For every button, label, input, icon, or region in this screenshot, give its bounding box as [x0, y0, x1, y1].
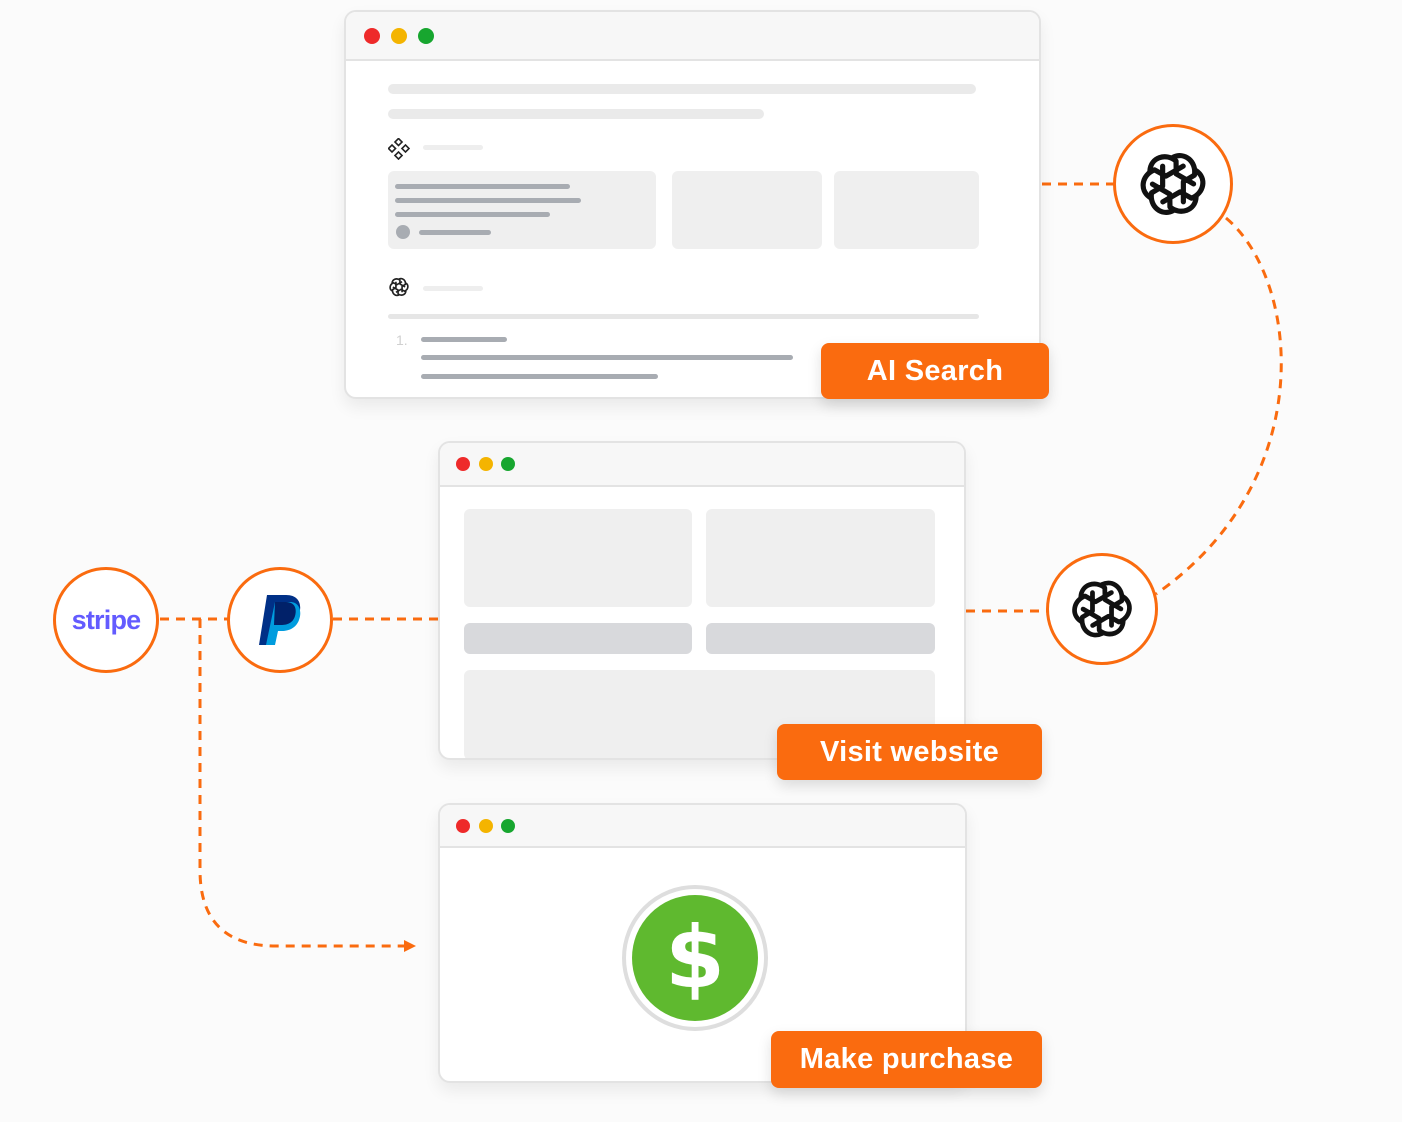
visit-website-label: Visit website [777, 724, 1042, 780]
list-number: 1. [396, 332, 408, 348]
connector-openai-arc [1155, 216, 1283, 596]
source-name-line [419, 230, 491, 235]
minimize-dot-icon [479, 457, 493, 471]
paypal-node [227, 567, 333, 673]
purchase-titlebar [440, 805, 965, 848]
openai-node-top [1113, 124, 1233, 244]
search-query-bar-short [388, 109, 764, 119]
answer-line [421, 337, 507, 342]
openai-icon [389, 277, 409, 297]
result-card-line [395, 212, 550, 217]
close-dot-icon [364, 28, 380, 44]
ai-search-titlebar [346, 12, 1039, 61]
maximize-dot-icon [501, 819, 515, 833]
minimize-dot-icon [391, 28, 407, 44]
ai-search-label: AI Search [821, 343, 1049, 399]
minimize-dot-icon [479, 819, 493, 833]
dollar-coin-icon: $ [622, 885, 768, 1031]
section-heading-placeholder [423, 145, 483, 150]
maximize-dot-icon [501, 457, 515, 471]
dollar-sign: $ [632, 895, 758, 1021]
connector-checkout-to-purchase [198, 619, 416, 952]
source-avatar [396, 225, 410, 239]
openai-icon [1140, 153, 1206, 215]
openai-node-middle [1046, 553, 1158, 665]
content-bar [706, 623, 935, 654]
result-card-line [395, 184, 570, 189]
search-query-bar [388, 84, 976, 94]
stripe-logo: stripe [71, 604, 142, 635]
result-card [834, 171, 979, 249]
answer-line [421, 355, 793, 360]
result-card-line [395, 198, 581, 203]
answer-line [421, 374, 658, 379]
sparkle-icon [388, 138, 410, 160]
content-bar [464, 623, 692, 654]
close-dot-icon [456, 819, 470, 833]
stripe-node: stripe [53, 567, 159, 673]
website-titlebar [440, 443, 964, 487]
website-window [438, 441, 966, 760]
content-block [706, 509, 935, 607]
answer-divider [388, 314, 979, 319]
result-card [388, 171, 656, 249]
paypal-icon [259, 595, 301, 645]
content-block [464, 509, 692, 607]
maximize-dot-icon [418, 28, 434, 44]
answer-heading-placeholder [423, 286, 483, 291]
ai-search-window: 1. [344, 10, 1041, 399]
make-purchase-label: Make purchase [771, 1031, 1042, 1088]
close-dot-icon [456, 457, 470, 471]
result-card [672, 171, 822, 249]
openai-icon [1072, 580, 1132, 638]
